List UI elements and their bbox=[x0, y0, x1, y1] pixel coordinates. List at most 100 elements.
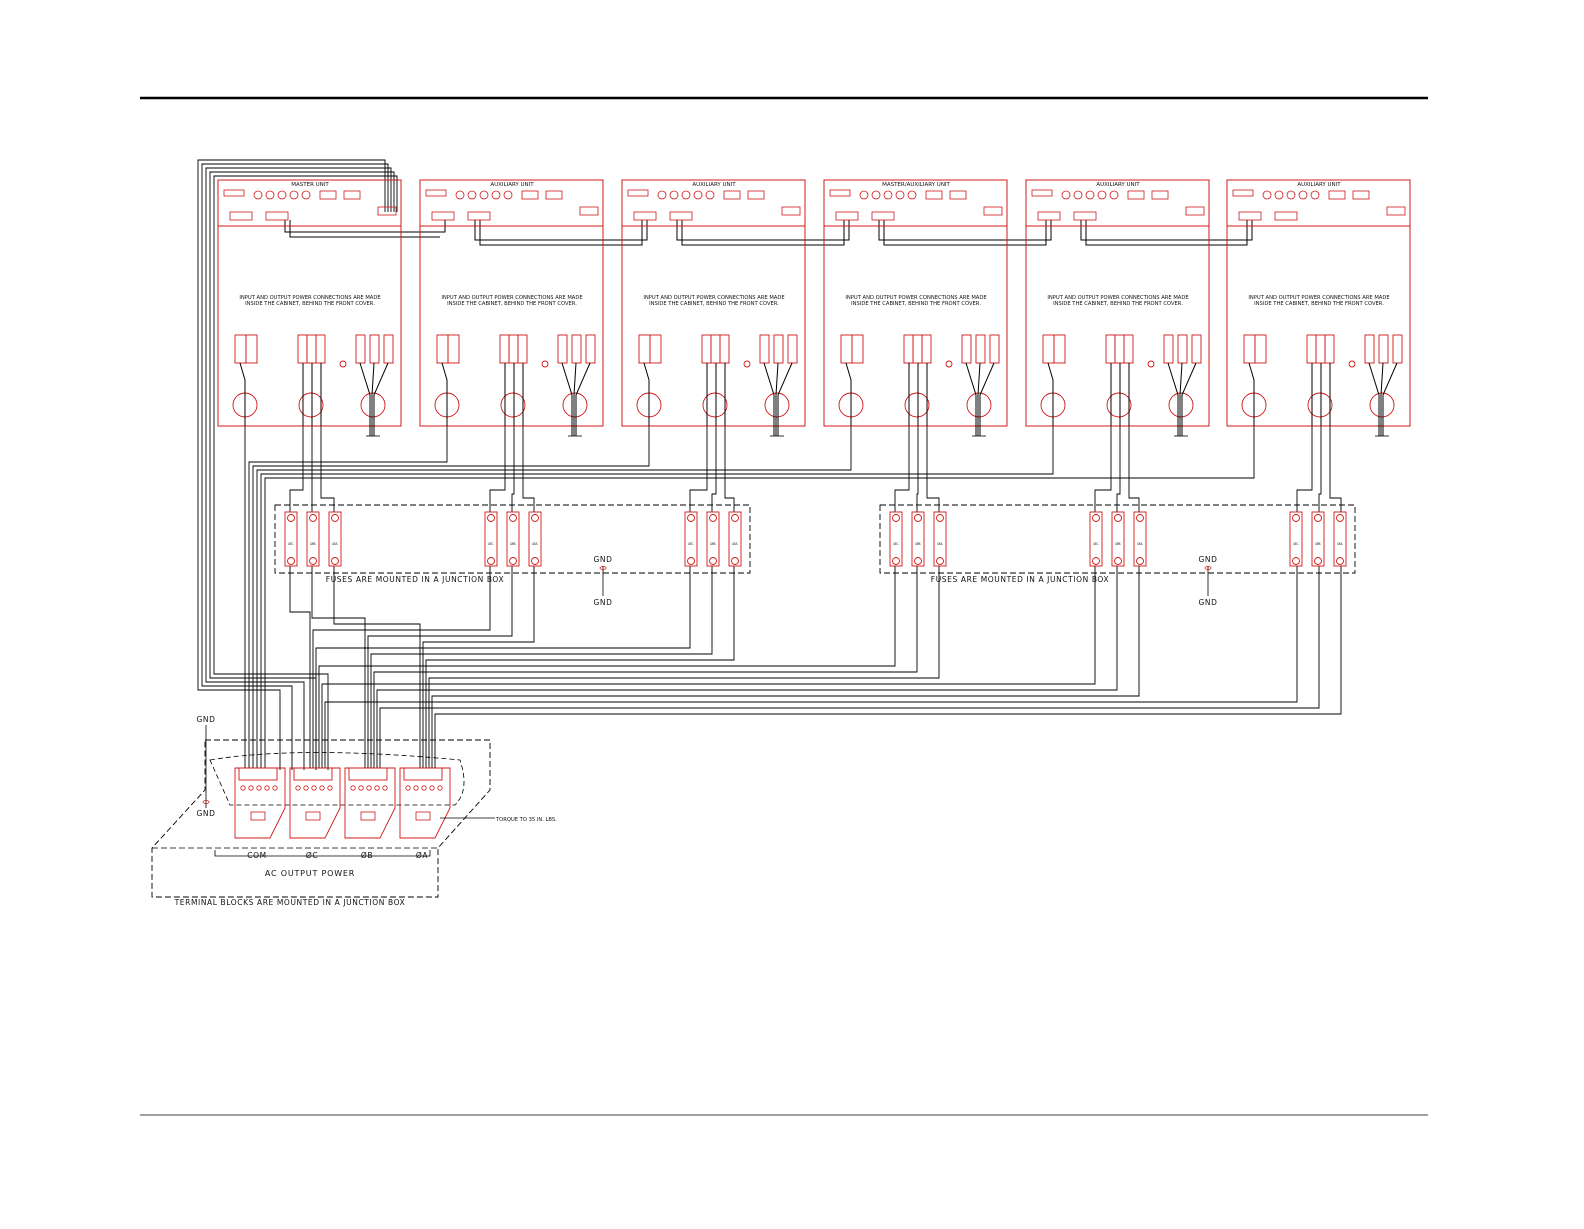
terminal-screw bbox=[413, 785, 419, 791]
master-bus-wire bbox=[213, 175, 398, 770]
fuse-holder bbox=[306, 511, 320, 567]
three-phase-output-terminal bbox=[1306, 334, 1317, 364]
three-phase-input-terminal bbox=[355, 334, 366, 364]
connector-block bbox=[1031, 189, 1053, 197]
sync-connector bbox=[1238, 211, 1262, 221]
chassis-ground bbox=[1348, 360, 1356, 368]
three-phase-output-terminal bbox=[701, 334, 712, 364]
three-phase-input-terminal bbox=[975, 334, 986, 364]
fuse-phase-label: ØB bbox=[1115, 541, 1121, 546]
chassis-ground bbox=[945, 360, 953, 368]
port-connector bbox=[925, 190, 943, 200]
lug-clamp bbox=[305, 811, 321, 821]
sync-connector bbox=[1037, 211, 1061, 221]
three-phase-output-terminal bbox=[710, 334, 721, 364]
fuse-holder bbox=[1333, 511, 1347, 567]
sync-cable bbox=[681, 220, 845, 246]
cable-knockout bbox=[702, 392, 728, 418]
fuse-terminal bbox=[914, 557, 922, 565]
input-wire bbox=[575, 362, 591, 436]
fuse-holder bbox=[506, 511, 520, 567]
three-phase-input-terminal bbox=[961, 334, 972, 364]
internal-wire bbox=[441, 362, 448, 426]
single-phase-terminal bbox=[1254, 334, 1267, 364]
terminal-screw bbox=[256, 785, 262, 791]
cable-knockout bbox=[1168, 392, 1194, 418]
three-phase-output-terminal bbox=[1123, 334, 1134, 364]
fuse-to-terminal-wire bbox=[318, 566, 896, 768]
fuse-terminal bbox=[1336, 557, 1344, 565]
unit-title: MASTER UNIT bbox=[291, 182, 329, 188]
three-phase-output-terminal bbox=[297, 334, 308, 364]
terminal-screw bbox=[264, 785, 270, 791]
fuse-terminal bbox=[331, 557, 339, 565]
input-wire bbox=[561, 362, 573, 436]
indicator-led bbox=[871, 190, 881, 200]
three-phase-input-terminal bbox=[787, 334, 798, 364]
cable-knockout bbox=[904, 392, 930, 418]
chassis-ground bbox=[1147, 360, 1155, 368]
single-phase-terminal bbox=[436, 334, 449, 364]
master-bus-wire bbox=[201, 163, 389, 770]
terminal-screw bbox=[421, 785, 427, 791]
fuse-terminal bbox=[531, 514, 539, 522]
cable-knockout bbox=[966, 392, 992, 418]
sync-cable bbox=[883, 220, 1047, 246]
fuse-phase-label: ØA bbox=[332, 541, 338, 546]
indicator-led bbox=[265, 190, 275, 200]
port-connector bbox=[319, 190, 337, 200]
three-phase-input-terminal bbox=[759, 334, 770, 364]
three-phase-input-terminal bbox=[383, 334, 394, 364]
three-phase-input-terminal bbox=[989, 334, 1000, 364]
input-wire bbox=[1382, 362, 1398, 436]
fuse-phase-label: ØB bbox=[710, 541, 716, 546]
terminal-screw bbox=[382, 785, 388, 791]
three-phase-input-terminal bbox=[557, 334, 568, 364]
internal-wire bbox=[1248, 362, 1255, 426]
single-phase-terminal bbox=[447, 334, 460, 364]
fuse-to-terminal-wire bbox=[373, 566, 918, 768]
indicator-led bbox=[503, 190, 513, 200]
indicator-led bbox=[467, 190, 477, 200]
cable-knockout bbox=[764, 392, 790, 418]
sync-connector bbox=[431, 211, 455, 221]
three-phase-output-terminal bbox=[315, 334, 326, 364]
three-phase-input-terminal bbox=[585, 334, 596, 364]
terminal-screw bbox=[272, 785, 278, 791]
fuse-terminal bbox=[1136, 557, 1144, 565]
input-wire bbox=[573, 362, 577, 436]
indicator-led bbox=[277, 190, 287, 200]
terminal-screw bbox=[405, 785, 411, 791]
internal-wire bbox=[643, 362, 650, 426]
unit-to-fuse-wire bbox=[724, 426, 735, 512]
cable-knockout bbox=[298, 392, 324, 418]
indicator-led bbox=[705, 190, 715, 200]
sync-cable bbox=[289, 220, 440, 238]
input-wire bbox=[359, 362, 371, 436]
gnd-label: GND bbox=[594, 598, 613, 607]
torque-note: TORQUE TO 35 IN. LBS. bbox=[495, 817, 557, 823]
fuse-terminal bbox=[509, 514, 517, 522]
fuse-to-terminal-wire bbox=[289, 566, 311, 768]
terminal-label: ØC bbox=[306, 851, 318, 860]
unit-to-fuse-wire bbox=[689, 426, 708, 512]
input-wire bbox=[373, 362, 389, 436]
ac-output-label: AC OUTPUT POWER bbox=[265, 869, 355, 878]
sync-connector bbox=[835, 211, 859, 221]
single-phase-terminal bbox=[649, 334, 662, 364]
terminal-screw bbox=[295, 785, 301, 791]
com-return-wire bbox=[264, 426, 1255, 768]
fuse-phase-label: ØB bbox=[915, 541, 921, 546]
sync-connector bbox=[871, 211, 895, 221]
three-phase-output-terminal bbox=[1105, 334, 1116, 364]
fuse-box-label: FUSES ARE MOUNTED IN A JUNCTION BOX bbox=[326, 575, 504, 584]
terminal-cover-outline bbox=[209, 752, 465, 806]
fuse-terminal bbox=[709, 557, 717, 565]
indicator-led bbox=[657, 190, 667, 200]
fuse-to-terminal-wire bbox=[431, 566, 1140, 768]
